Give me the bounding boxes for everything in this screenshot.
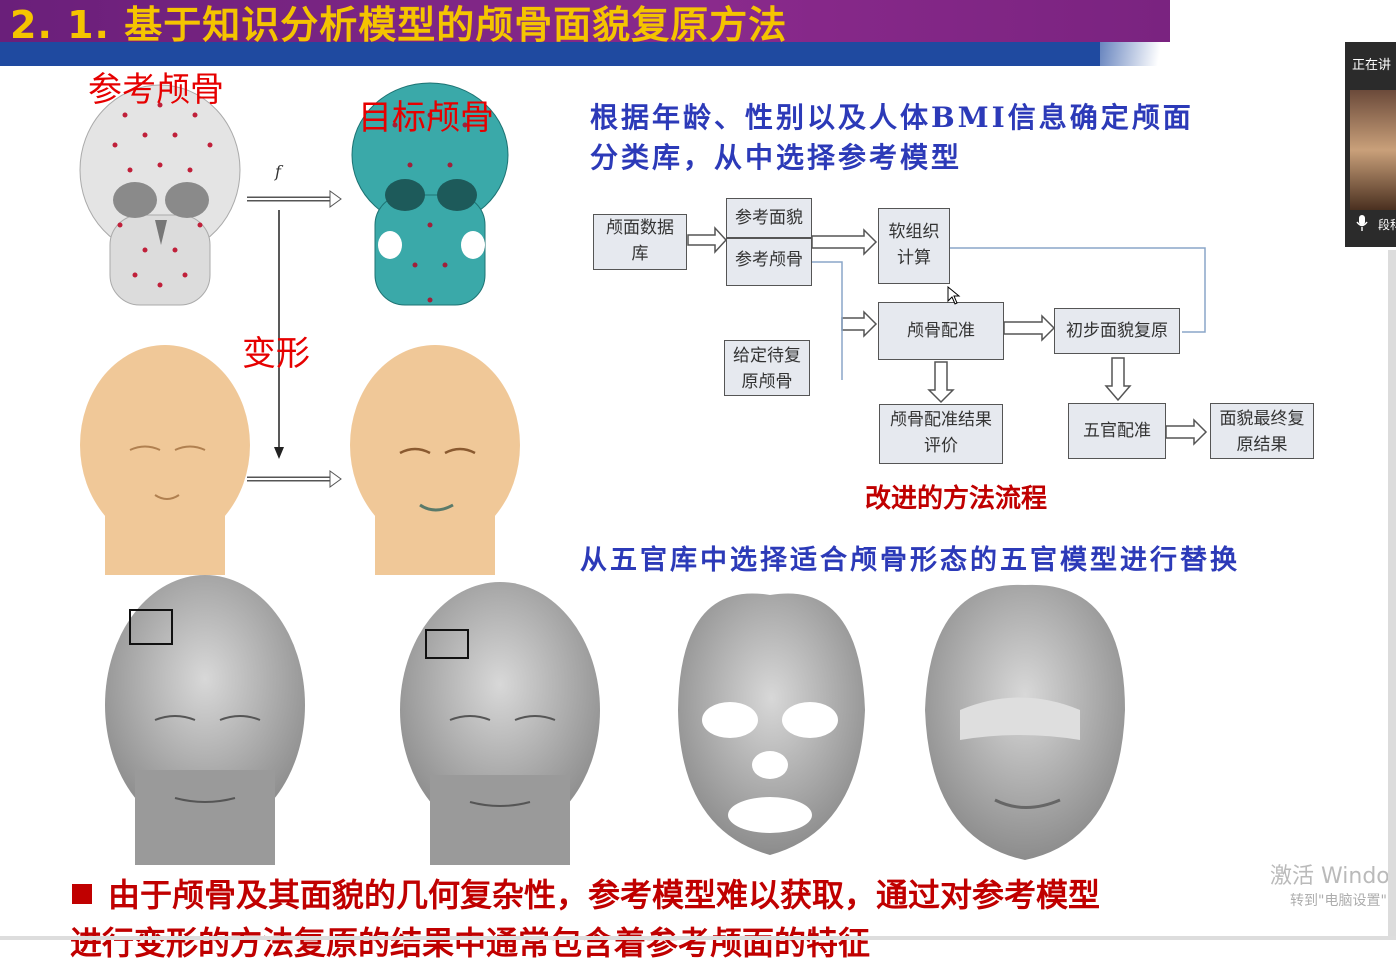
bottom-statement-line2: 进行变形的方法复原的结果中通常包含着参考颅面的特征 bbox=[70, 924, 871, 962]
flowchart-connectors bbox=[687, 226, 1208, 446]
bullet-icon bbox=[72, 884, 92, 904]
flow-box-initial-face: 初步面貌复原 bbox=[1054, 308, 1180, 354]
activation-watermark-sub: 转到"电脑设置"以 bbox=[1290, 893, 1396, 909]
target-skull-label: 目标颅骨 bbox=[358, 98, 494, 138]
title-underline bbox=[0, 42, 1100, 66]
vertical-scrollbar[interactable] bbox=[1388, 250, 1396, 940]
flow-box-skull-registration: 颅骨配准 bbox=[878, 302, 1004, 360]
flowchart-caption: 改进的方法流程 bbox=[865, 484, 1048, 514]
flow-box-features-registration: 五官配准 bbox=[1068, 403, 1166, 459]
flow-box-registration-eval: 颅骨配准结果评价 bbox=[879, 404, 1003, 464]
description-line2: 分类库，从中选择参考模型 bbox=[590, 141, 963, 174]
speaking-status: 正在讲 bbox=[1352, 58, 1392, 73]
face-mesh-deformed bbox=[400, 582, 600, 865]
skull-deformation-figure: f bbox=[79, 82, 520, 575]
flow-box-final-result: 面貌最终复原结果 bbox=[1210, 403, 1314, 459]
reference-skull-image bbox=[79, 84, 241, 306]
flow-box-reference-face: 参考面貌 bbox=[726, 198, 812, 238]
speaker-name: 段科 bbox=[1378, 218, 1396, 232]
features-note: 从五官库中选择适合颅骨形态的五官模型进行替换 bbox=[580, 545, 1240, 576]
flow-box-reference-skull: 参考颅骨 bbox=[726, 238, 812, 286]
activation-watermark: 激活 Windo bbox=[1270, 864, 1390, 889]
face-mesh-figure bbox=[105, 575, 1125, 865]
face-mesh-features-removed bbox=[678, 593, 865, 855]
target-head-image bbox=[350, 345, 520, 575]
target-skull-image bbox=[351, 82, 509, 306]
mouse-cursor-icon bbox=[947, 286, 961, 305]
reference-skull-label: 参考颅骨 bbox=[88, 70, 224, 110]
flow-box-given-skull: 给定待复原颅骨 bbox=[724, 340, 810, 396]
bottom-statement-line1: 由于颅骨及其面貌的几何复杂性，参考模型难以获取，通过对参考模型 bbox=[108, 876, 1101, 914]
flow-box-soft-tissue: 软组织计算 bbox=[878, 208, 950, 284]
description-line1: 根据年龄、性别以及人体BMI信息确定颅面 bbox=[590, 101, 1194, 134]
speaker-video-thumbnail[interactable] bbox=[1350, 90, 1396, 210]
deformation-label: 变形 bbox=[242, 334, 310, 374]
slide-title: 2. 1. 基于知识分析模型的颅骨面貌复原方法 bbox=[10, 3, 788, 47]
face-mesh-features-replaced bbox=[925, 584, 1125, 860]
title-underline-fade bbox=[1040, 42, 1340, 66]
flow-box-craniofacial-db: 颅面数据库 bbox=[593, 214, 687, 270]
reference-head-image bbox=[80, 345, 250, 575]
bottom-edge bbox=[0, 936, 1396, 940]
title-bar bbox=[0, 0, 1170, 42]
face-mesh-reference bbox=[105, 575, 305, 865]
microphone-icon[interactable] bbox=[1356, 215, 1368, 231]
f-label: f bbox=[274, 162, 284, 181]
